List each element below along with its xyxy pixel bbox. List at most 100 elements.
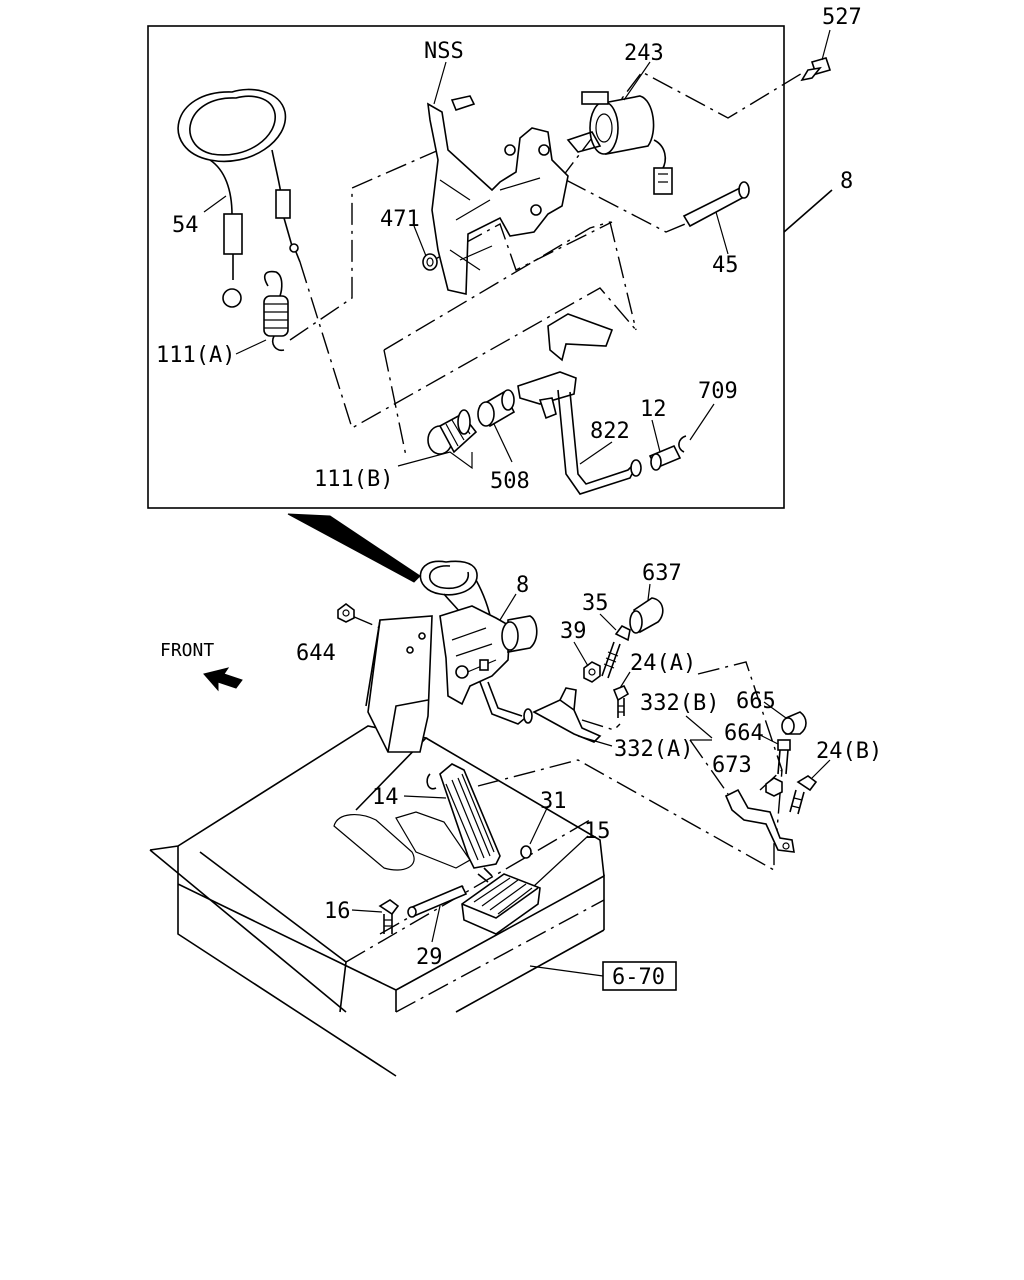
callout-664: 664 [724, 721, 764, 746]
leader-29 [431, 905, 441, 943]
callout-644: 644 [296, 641, 336, 666]
washer-471 [422, 253, 438, 271]
leader-243 [623, 61, 651, 101]
guide-line-nss-bracket [289, 145, 449, 341]
reference-6-70: 6-70 [612, 965, 665, 990]
callout-8-mid: 8 [516, 573, 529, 598]
leader-6-70 [529, 965, 604, 977]
callout-14: 14 [372, 785, 399, 810]
lever-822 [517, 313, 642, 495]
floor-top-edge [425, 737, 605, 877]
front-arrow-icon [203, 667, 243, 692]
leader-664 [757, 733, 779, 745]
callout-111a: 111(A) [156, 343, 235, 368]
assembly-8 [419, 560, 538, 725]
detail-pointer [287, 513, 421, 583]
bolt-527 [800, 57, 832, 82]
bolt-35 [601, 624, 631, 679]
callout-35: 35 [582, 591, 609, 616]
nut-39 [583, 661, 601, 683]
nut-644 [337, 603, 355, 623]
callout-111b: 111(B) [314, 467, 393, 492]
leader-31 [529, 805, 549, 845]
bushing-508 [477, 389, 516, 428]
nut-673 [765, 777, 783, 797]
callout-31: 31 [540, 789, 567, 814]
bracket-332a [532, 687, 602, 743]
switch-243 [566, 91, 673, 195]
floor-body-left [149, 849, 347, 1013]
callout-673: 673 [712, 753, 752, 778]
callout-54: 54 [172, 213, 199, 238]
bracket-332b [724, 788, 795, 853]
callout-332a: 332(A) [614, 737, 693, 762]
guide-line-332b [697, 661, 783, 843]
clip-709 [678, 435, 687, 453]
guide-line-lower-2 [395, 899, 605, 1013]
guide-line-cable [299, 261, 637, 430]
callout-29: 29 [416, 945, 443, 970]
leader-665 [763, 701, 787, 719]
pin-45 [682, 181, 750, 228]
floor-recess-2 [395, 811, 471, 869]
pin-29 [407, 884, 468, 918]
leader-822 [579, 441, 613, 465]
guide-line-644 [351, 615, 381, 629]
callout-45: 45 [712, 253, 739, 278]
floor-recess [333, 814, 415, 871]
spring-111b [427, 409, 478, 455]
leader-24a [619, 671, 631, 689]
callout-24b: 24(B) [816, 739, 882, 764]
leader-nss [433, 61, 447, 105]
leader-35 [599, 613, 617, 631]
floor-outline [149, 725, 428, 851]
callout-12: 12 [640, 397, 667, 422]
leader-111b [397, 451, 473, 470]
callout-508: 508 [490, 469, 530, 494]
mount-pedestal [365, 615, 433, 753]
pedal-14 [426, 763, 501, 869]
guide-line-box [383, 349, 407, 457]
guide-line-45 [565, 179, 691, 233]
leader-471 [413, 225, 427, 257]
leader-111a [235, 339, 267, 355]
stud-664 [777, 739, 791, 775]
leader-24b [811, 759, 831, 779]
leader-709 [689, 403, 715, 441]
spring-111a [263, 270, 289, 352]
cap-665 [781, 711, 807, 735]
leader-8-mid [499, 593, 517, 621]
guide-line-spring-b [383, 221, 637, 351]
leader-508 [493, 423, 513, 463]
bracket-nss [427, 95, 569, 295]
leader-14 [403, 795, 447, 799]
callout-243: 243 [624, 41, 664, 66]
callout-471: 471 [380, 207, 420, 232]
leader-637 [647, 583, 651, 601]
callout-nss: NSS [424, 39, 464, 64]
bracket-8 [783, 189, 833, 233]
guide-line-lower-1 [345, 819, 591, 963]
leader-39 [573, 641, 589, 667]
bolt-16 [378, 899, 400, 934]
bolt-24b [789, 775, 818, 815]
callout-15: 15 [584, 819, 611, 844]
collar-12 [648, 444, 682, 471]
callout-637: 637 [642, 561, 682, 586]
callout-16: 16 [324, 899, 351, 924]
guide-line-lower-3 [477, 759, 775, 872]
leader-332a [577, 735, 613, 747]
callout-332b: 332(B) [640, 691, 719, 716]
leader-12 [651, 419, 661, 453]
leader-332b [685, 715, 713, 741]
callout-665: 665 [736, 689, 776, 714]
cap-637 [629, 597, 664, 634]
pedal-pad-15 [461, 867, 541, 935]
leader-16 [351, 909, 383, 913]
leader-527 [821, 29, 831, 61]
callout-8-top: 8 [840, 169, 853, 194]
floor-body-right [455, 929, 605, 1013]
callout-709: 709 [698, 379, 738, 404]
washer-31 [520, 845, 532, 859]
